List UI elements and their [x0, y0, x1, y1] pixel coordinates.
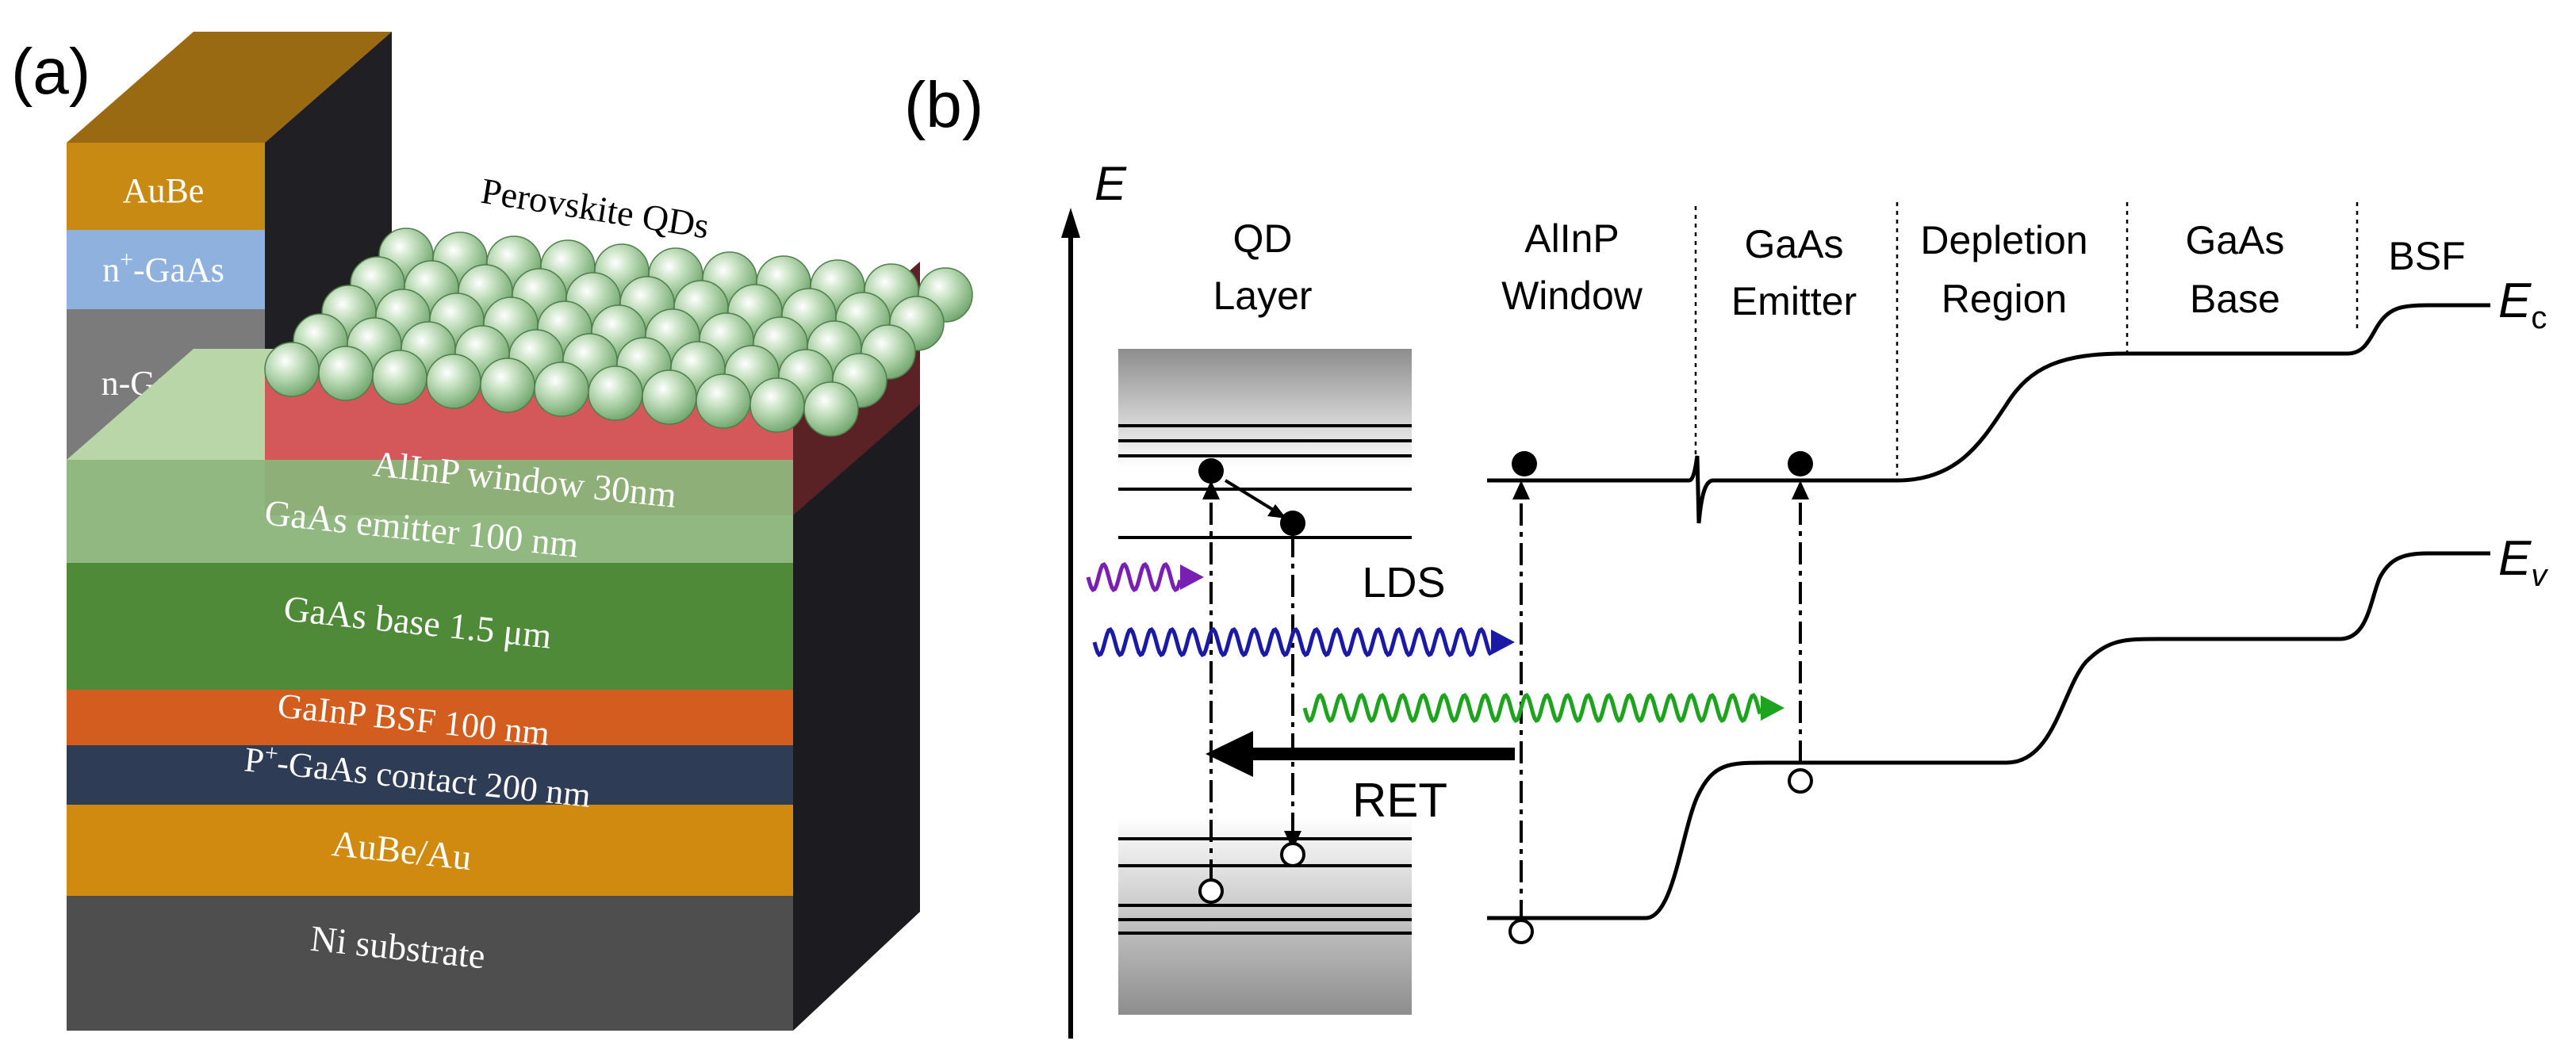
qd-box-bottom-gradient [1118, 817, 1412, 1015]
emitter-layer [67, 460, 793, 563]
violet-photon-wave [1086, 561, 1183, 593]
panel-a-label: (a) [11, 36, 90, 108]
contact-stack-top-face [67, 32, 392, 143]
panel-a: (a) AuBe n+-GaAs n-GaAs [11, 32, 973, 1031]
ret-arrow-shaft [1241, 748, 1515, 760]
qd-electron-1 [1198, 458, 1224, 484]
emitter-electron [1788, 451, 1813, 476]
qd-electron-transfer-arrowhead [1267, 504, 1286, 518]
stack-side-face [793, 333, 920, 1031]
energy-axis-label: E [1094, 157, 1127, 210]
window-region-label-1: AlInP [1524, 216, 1620, 261]
window-electron [1512, 451, 1537, 476]
qd-sphere [480, 358, 535, 413]
qd-region-label-1: QD [1233, 216, 1293, 261]
green-photon-arrowhead [1761, 695, 1784, 721]
qd-sphere [749, 377, 805, 433]
aube-contact-face [67, 143, 265, 230]
valence-band [1487, 551, 2490, 920]
panel-b: (b) E QD Layer AlInP Window GaAs Emitter… [904, 69, 2548, 1039]
panel-b-label: (b) [904, 69, 983, 141]
ret-arrow-head [1206, 731, 1253, 777]
qd-electron-transfer-arrow [1224, 479, 1278, 514]
qd-hole-1 [1198, 878, 1224, 904]
ev-label: Ev [2498, 531, 2548, 593]
qd-sphere [696, 373, 751, 429]
blue-photon-wave [1092, 626, 1493, 658]
perovskite-qds-label: Perovskite QDs [478, 170, 711, 247]
qd-sphere [803, 381, 859, 437]
conduction-band [1487, 303, 2490, 524]
lds-label: LDS [1362, 559, 1445, 606]
qd-sphere [534, 362, 589, 417]
blue-photon-arrowhead [1491, 629, 1515, 655]
qd-sphere [588, 365, 643, 421]
window-hole [1508, 919, 1534, 944]
n-plus-gaas-face [67, 230, 265, 309]
aube-contact-label: AuBe [123, 171, 205, 210]
qd-sphere [318, 346, 374, 401]
substrate-layer [67, 896, 793, 1031]
n-plus-gaas-label: n+-GaAs [102, 247, 224, 289]
qd-sphere [426, 354, 481, 409]
region-separators [1694, 202, 2359, 476]
qd-sphere [642, 369, 697, 425]
violet-photon-arrowhead [1180, 564, 1204, 590]
base-region-label-2: Base [2190, 277, 2280, 321]
emitter-region-label-2: Emitter [1731, 279, 1857, 323]
base-layer [67, 563, 793, 690]
emitter-hole [1788, 768, 1813, 794]
transition-arrowheads [1202, 480, 1809, 850]
electrons [1198, 451, 1813, 536]
holes [1198, 768, 1813, 944]
metal-layer [67, 805, 793, 896]
energy-axis-arrowhead [1061, 208, 1080, 238]
ret-label: RET [1352, 774, 1447, 827]
qd-energy-levels [1118, 424, 1412, 935]
qd-sphere [372, 350, 427, 405]
qd-region-label-2: Layer [1213, 274, 1312, 318]
qd-box-top-gradient [1118, 349, 1412, 468]
qd-box-middle [1118, 468, 1412, 817]
base-region-label-1: GaAs [2185, 218, 2284, 262]
emitter-region-label-1: GaAs [1744, 222, 1843, 266]
qd-hole-2 [1280, 842, 1305, 867]
bsf-region-label: BSF [2388, 234, 2465, 278]
green-photon-wave [1302, 692, 1762, 724]
bsf-layer [67, 690, 793, 745]
qd-sphere [264, 342, 320, 397]
qd-electron-2 [1280, 511, 1305, 536]
ec-label: Ec [2498, 274, 2547, 335]
qd-layer-box [1118, 349, 1412, 1015]
depletion-region-label-2: Region [1942, 277, 2067, 321]
p-plus-contact-layer [67, 745, 793, 805]
window-region-label-2: Window [1501, 274, 1643, 318]
depletion-region-label-1: Depletion [1920, 218, 2087, 262]
perovskite-qd-layer [264, 228, 973, 437]
